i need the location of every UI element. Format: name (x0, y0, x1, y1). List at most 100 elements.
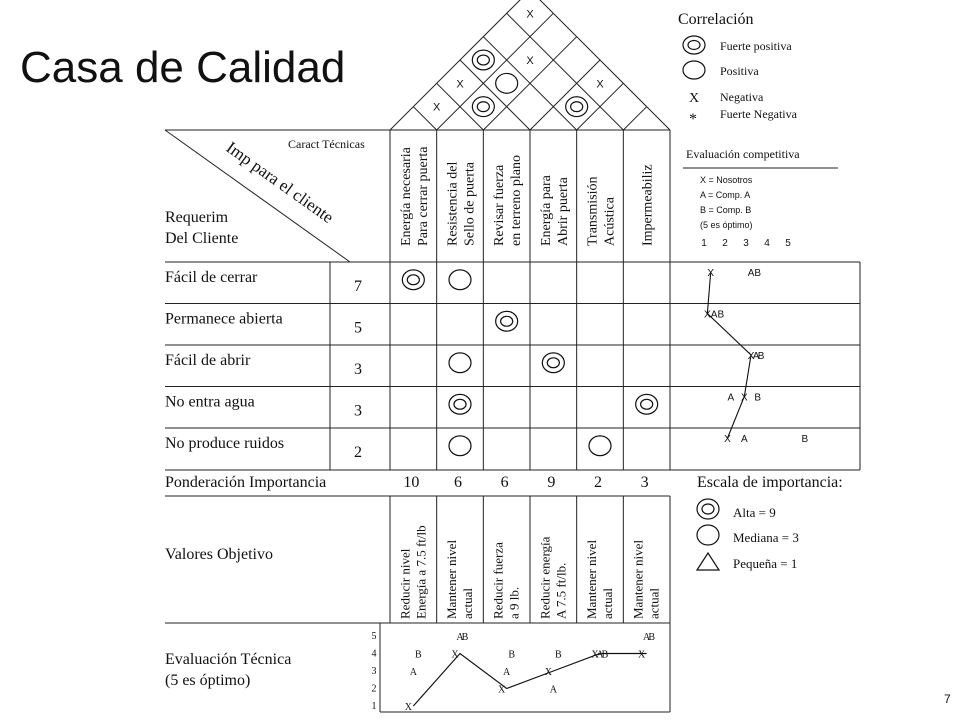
legend-double-circle-icon (682, 35, 706, 55)
scale-double-circle-icon (696, 498, 720, 520)
roof-negative-mark: X (526, 55, 534, 67)
tech-eval-scale-tick: 1 (372, 701, 377, 712)
requirement-name: No produce ruidos (165, 435, 284, 452)
legend-x-icon: X (689, 91, 699, 106)
comp-legend-b: B = Comp. B (700, 205, 751, 215)
target-value-label: Reducir nivel (397, 548, 412, 619)
roof-diagonal (482, 36, 578, 131)
tech-characteristic-label: Resistencia del (446, 162, 461, 246)
valores-objetivo-label: Valores Objetivo (165, 546, 273, 563)
relationship-strong-mark (635, 393, 659, 415)
comp-mark-a: A (741, 434, 748, 445)
requirement-importance: 3 (354, 402, 362, 419)
ponderacion-value: 2 (594, 474, 602, 491)
comp-mark-a: A (711, 310, 718, 321)
tech-eval-mark-a: A (503, 667, 511, 678)
target-value-label: Mantener nivel (444, 540, 459, 619)
main-grid (165, 129, 861, 713)
tech-eval-mark-a: A (410, 667, 418, 678)
target-value-label: Reducir energía (537, 536, 552, 619)
target-value-label: Mantener nivel (584, 540, 599, 619)
tech-eval-mark-x: X (405, 702, 413, 713)
tech-characteristic-label: Impermeabiliz (641, 164, 656, 246)
comp-mark-b: B (801, 434, 808, 445)
tech-characteristic-label: Sello de puerta (463, 161, 478, 246)
tech-characteristic-label: Transmisión (586, 176, 601, 246)
correlation-legend-heading: Correlación (678, 11, 754, 28)
comp-mark-x: X (724, 434, 731, 445)
target-value-label: actual (647, 588, 662, 619)
tech-characteristic-label: Abrir puerta (556, 176, 571, 246)
relationship-medium-mark (448, 435, 472, 457)
evaluacion-tecnica-line-1: Evaluación Técnica (165, 651, 291, 668)
importance-scale-legend: Escala de importancia: Alta = 9 Mediana … (695, 474, 843, 571)
roof-diagonal (436, 82, 484, 131)
relationship-strong-mark (448, 393, 472, 415)
requirement-name: Permanece abierta (165, 310, 283, 327)
slide-title: Casa de Calidad (20, 43, 345, 92)
scale-triangle-icon (695, 551, 721, 571)
comp-mark-x: X (741, 393, 748, 404)
caract-tecnicas-label: Caract Técnicas (288, 137, 365, 151)
tech-eval-mark-a: A (643, 632, 651, 643)
comp-our-line (706, 271, 752, 439)
roof-positive-mark (495, 72, 519, 94)
requerimientos-line-2: Del Cliente (165, 230, 238, 247)
tech-eval-scale-tick: 5 (372, 631, 377, 642)
requirement-importance: 7 (354, 278, 362, 295)
competitive-eval-heading: Evaluación competitiva (686, 147, 800, 161)
tech-eval-mark-a: A (456, 632, 464, 643)
comp-legend-a: A = Comp. A (700, 190, 750, 200)
header-area: Caract Técnicas Imp para el cliente Requ… (164, 129, 656, 263)
roof-grid (389, 0, 671, 131)
roof-diagonal (622, 106, 648, 131)
roof-left-edge (389, 0, 521, 131)
target-value-label: a 9 lb. (507, 587, 522, 619)
roof-right-edge (539, 0, 671, 131)
comp-legend-optimo: (5 es óptimo) (700, 220, 753, 230)
comp-legend-nosotros: X = Nosotros (700, 175, 753, 185)
tech-characteristic-label: en terreno plano (509, 155, 524, 246)
tech-eval-mark-a: A (596, 650, 604, 661)
tech-eval-mark-x: X (498, 685, 506, 696)
comp-scale-tick: 1 (701, 238, 707, 249)
comp-mark-b: B (754, 268, 761, 279)
requirement-importance: 2 (354, 444, 362, 461)
legend-fuerte-negativa: Fuerte Negativa (720, 107, 798, 121)
tech-eval-mark-b: B (602, 650, 609, 661)
relationship-strong-mark (541, 352, 565, 374)
legend-circle-icon (682, 60, 706, 80)
svg-text:X: X (433, 102, 441, 114)
requirement-importance: 3 (354, 361, 362, 378)
roof-strong-positive-mark (471, 96, 495, 118)
requirement-name: Fácil de cerrar (165, 269, 258, 286)
tech-eval-mark-b: B (648, 632, 655, 643)
scale-circle-icon (696, 524, 720, 546)
comp-mark-b: B (717, 310, 724, 321)
tech-eval-mark-b: B (555, 650, 562, 661)
requirement-importance: 5 (354, 319, 362, 336)
tech-eval-mark-x: X (638, 650, 646, 661)
roof-diagonal (529, 59, 601, 131)
relationship-medium-mark (588, 435, 612, 457)
comp-scale-tick: 3 (743, 238, 749, 249)
requirement-name: Fácil de abrir (165, 352, 251, 369)
target-value-label: A 7.5 ft/lb. (553, 563, 568, 619)
roof-strong-positive-mark (565, 96, 589, 118)
comp-mark-a: A (748, 268, 755, 279)
legend-negativa: Negativa (720, 90, 764, 104)
tech-eval-mark-a: A (550, 685, 558, 696)
comp-mark-b: B (758, 351, 765, 362)
target-value-label: Mantener nivel (631, 540, 646, 619)
competitive-evaluation: Evaluación competitiva X = Nosotros A = … (683, 147, 838, 445)
page-number: 7 (944, 692, 951, 706)
svg-text:X: X (526, 55, 534, 67)
comp-mark-b: B (754, 393, 761, 404)
tech-eval-mark-b: B (508, 650, 515, 661)
ponderacion-value: 9 (547, 474, 555, 491)
target-value-label: actual (600, 588, 615, 619)
comp-mark-x: X (704, 310, 711, 321)
